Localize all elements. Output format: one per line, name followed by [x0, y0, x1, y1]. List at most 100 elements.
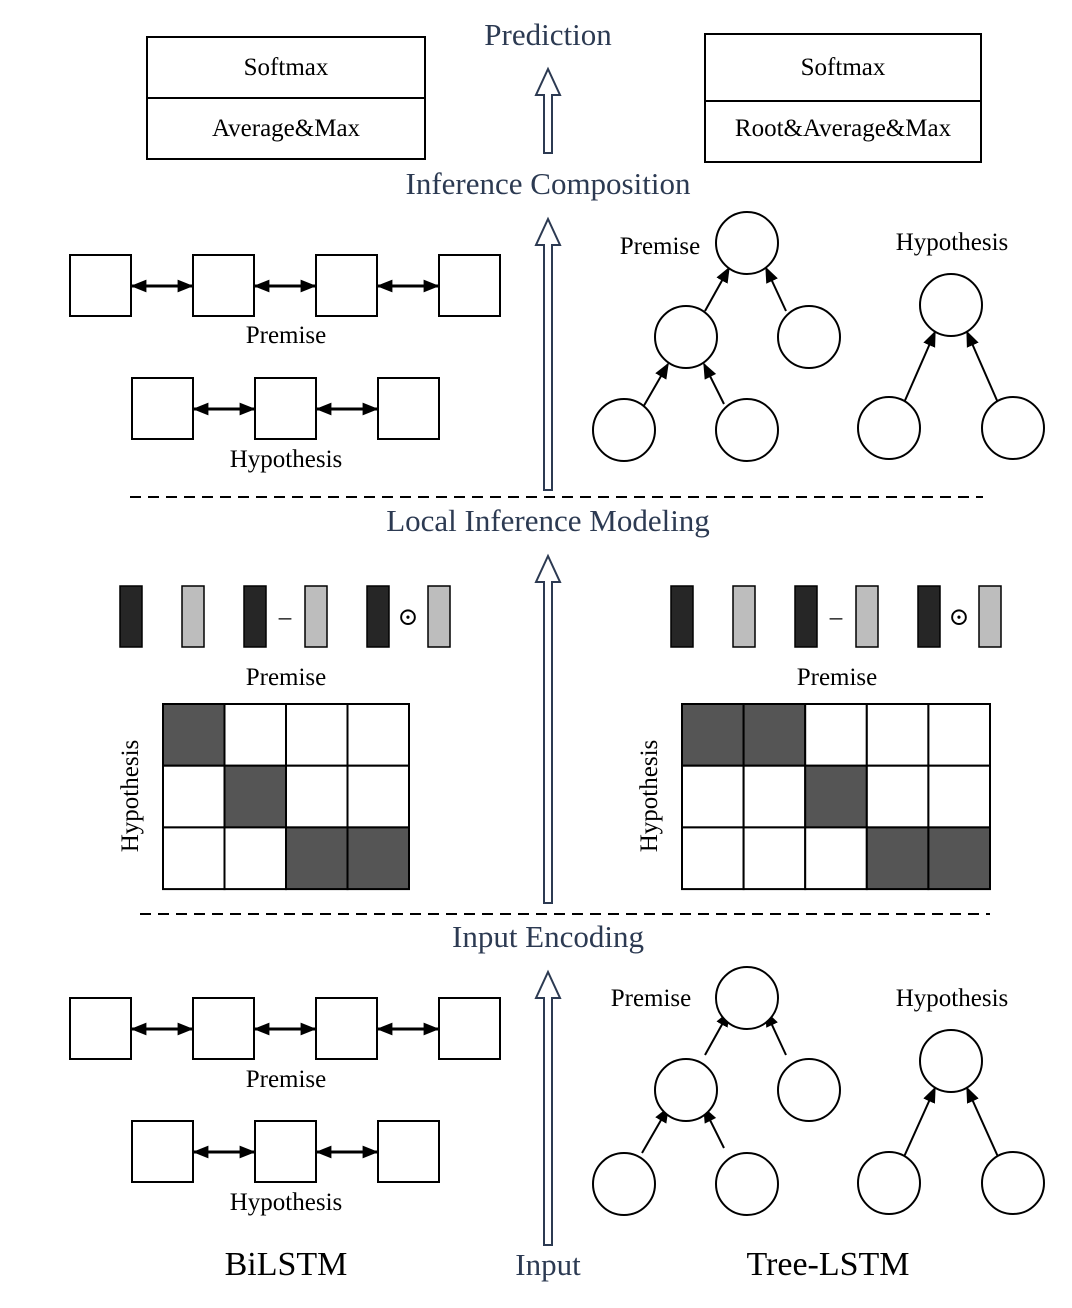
composition-tree-hypothesis: Hypothesis [857, 229, 1045, 460]
product-symbol: ⊙ [398, 604, 419, 631]
tree-node-leaf [592, 1152, 656, 1216]
tree-node-leaf [981, 1151, 1045, 1215]
tree-node-leaf [715, 398, 779, 462]
attention-cell-high [865, 826, 930, 891]
bilstm-cell [315, 997, 378, 1060]
bilstm-cell [131, 1120, 194, 1183]
attention-cell [865, 703, 930, 767]
bilstm-cell [192, 254, 255, 317]
composition-bilstm-premise: Premise [69, 254, 501, 349]
stage-label-prediction: Prediction [484, 17, 612, 52]
attention-cell [162, 764, 226, 829]
bilstm-cell [131, 377, 194, 440]
attention-cell-high [681, 703, 745, 767]
stage-label-input-encoding: Input Encoding [452, 919, 644, 954]
attention-cell [346, 764, 410, 829]
output-box-left: Softmax Average&Max [146, 36, 426, 160]
attention-cell [804, 703, 868, 767]
softmax-label-left: Softmax [244, 54, 329, 81]
bilstm-cell [438, 254, 501, 317]
premise-label: Premise [797, 664, 878, 691]
premise-label: Premise [620, 233, 701, 260]
enhanced-vectors-left: – ⊙ Premise [119, 585, 451, 691]
root-average-max-label: Root&Average&Max [735, 115, 952, 142]
attention-cell [927, 764, 992, 829]
tree-node [654, 1058, 718, 1122]
vector-light [304, 585, 328, 648]
tree-node-root [919, 1029, 983, 1093]
hypothesis-label: Hypothesis [230, 446, 343, 473]
tree-node [777, 305, 841, 369]
bilstm-cell [377, 1120, 440, 1183]
attention-cell-high [162, 703, 226, 767]
bilstm-cell [69, 997, 132, 1060]
attention-cell [223, 703, 287, 767]
premise-label: Premise [611, 985, 692, 1012]
premise-label: Premise [246, 322, 327, 349]
attention-cell [346, 703, 410, 767]
premise-label: Premise [246, 664, 327, 691]
tree-node-leaf [857, 396, 921, 460]
hypothesis-label: Hypothesis [896, 985, 1009, 1012]
softmax-label-right: Softmax [801, 54, 886, 81]
flow-arrow-composition-to-prediction [534, 66, 562, 154]
tree-node-leaf [857, 1151, 921, 1215]
hypothesis-label: Hypothesis [896, 229, 1009, 256]
flow-arrow-encoding-to-local-inference [534, 553, 562, 904]
bilstm-cell [192, 997, 255, 1060]
attention-matrix-left [162, 703, 410, 891]
tree-node [777, 1058, 841, 1122]
bilstm-label: BiLSTM [225, 1246, 348, 1283]
composition-tree-premise: Premise [592, 211, 841, 462]
flow-arrow-input-to-encoding [534, 969, 562, 1246]
attention-cell [927, 703, 992, 767]
premise-label: Premise [246, 1066, 327, 1093]
stage-label-local-inference-modeling: Local Inference Modeling [386, 503, 710, 538]
product-symbol: ⊙ [949, 604, 970, 631]
vector-light [855, 585, 879, 648]
vector-dark [670, 585, 694, 648]
vector-light [181, 585, 205, 648]
tree-node-root [715, 966, 779, 1030]
vector-light [427, 585, 451, 648]
attention-matrix-right [681, 703, 992, 891]
tree-node-root [919, 273, 983, 337]
attention-cell [162, 826, 226, 891]
encoding-tree-premise: Premise [592, 966, 841, 1216]
enhanced-vectors-right: – ⊙ Premise [670, 585, 1002, 691]
attention-cell [681, 826, 745, 891]
vector-dark [366, 585, 390, 648]
attention-cell [223, 826, 287, 891]
bilstm-cell [438, 997, 501, 1060]
attention-cell [285, 703, 349, 767]
vector-light [732, 585, 756, 648]
tree-node-root [715, 211, 779, 275]
vector-dark [917, 585, 941, 648]
tree-node-leaf [715, 1152, 779, 1216]
hypothesis-axis-label-right: Hypothesis [636, 740, 663, 853]
attention-cell [742, 764, 807, 829]
flow-arrow-local-inference-to-composition [534, 216, 562, 491]
encoding-tree-hypothesis: Hypothesis [857, 985, 1045, 1215]
composition-bilstm-hypothesis: Hypothesis [131, 377, 440, 473]
stage-label-inference-composition: Inference Composition [406, 166, 691, 201]
attention-cell-high [742, 703, 807, 767]
vector-dark [243, 585, 267, 648]
attention-cell [742, 826, 807, 891]
minus-symbol: – [278, 604, 292, 631]
bilstm-cell [315, 254, 378, 317]
hypothesis-axis-label-left: Hypothesis [117, 740, 144, 853]
vector-dark [119, 585, 143, 648]
output-box-right: Softmax Root&Average&Max [704, 33, 982, 163]
tree-lstm-label: Tree-LSTM [746, 1246, 909, 1283]
encoding-bilstm-premise: Premise [69, 997, 501, 1093]
tree-node [654, 305, 718, 369]
hypothesis-label: Hypothesis [230, 1189, 343, 1216]
average-max-label: Average&Max [212, 115, 361, 142]
vector-dark [794, 585, 818, 648]
stage-label-input: Input [515, 1247, 581, 1282]
tree-node-leaf [981, 396, 1045, 460]
minus-symbol: – [829, 604, 843, 631]
attention-cell [804, 826, 868, 891]
attention-cell [681, 764, 745, 829]
